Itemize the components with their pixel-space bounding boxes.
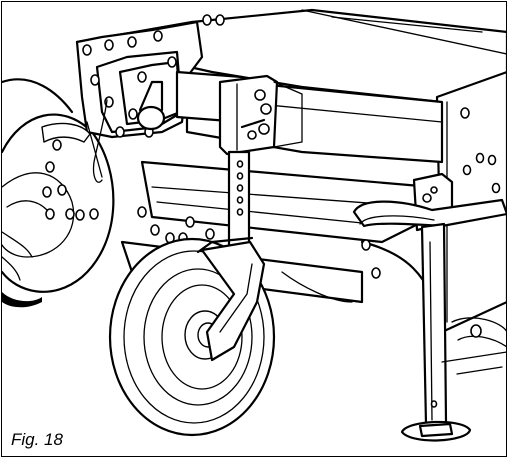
channel-bolts: [137, 206, 381, 279]
left-shading: [2, 231, 42, 308]
parking-stand: [352, 172, 506, 442]
figure-caption: Fig. 18: [11, 430, 63, 449]
castor-wheel: [108, 236, 276, 437]
rotor-disc: [2, 78, 115, 293]
right-side-details: [441, 317, 506, 375]
